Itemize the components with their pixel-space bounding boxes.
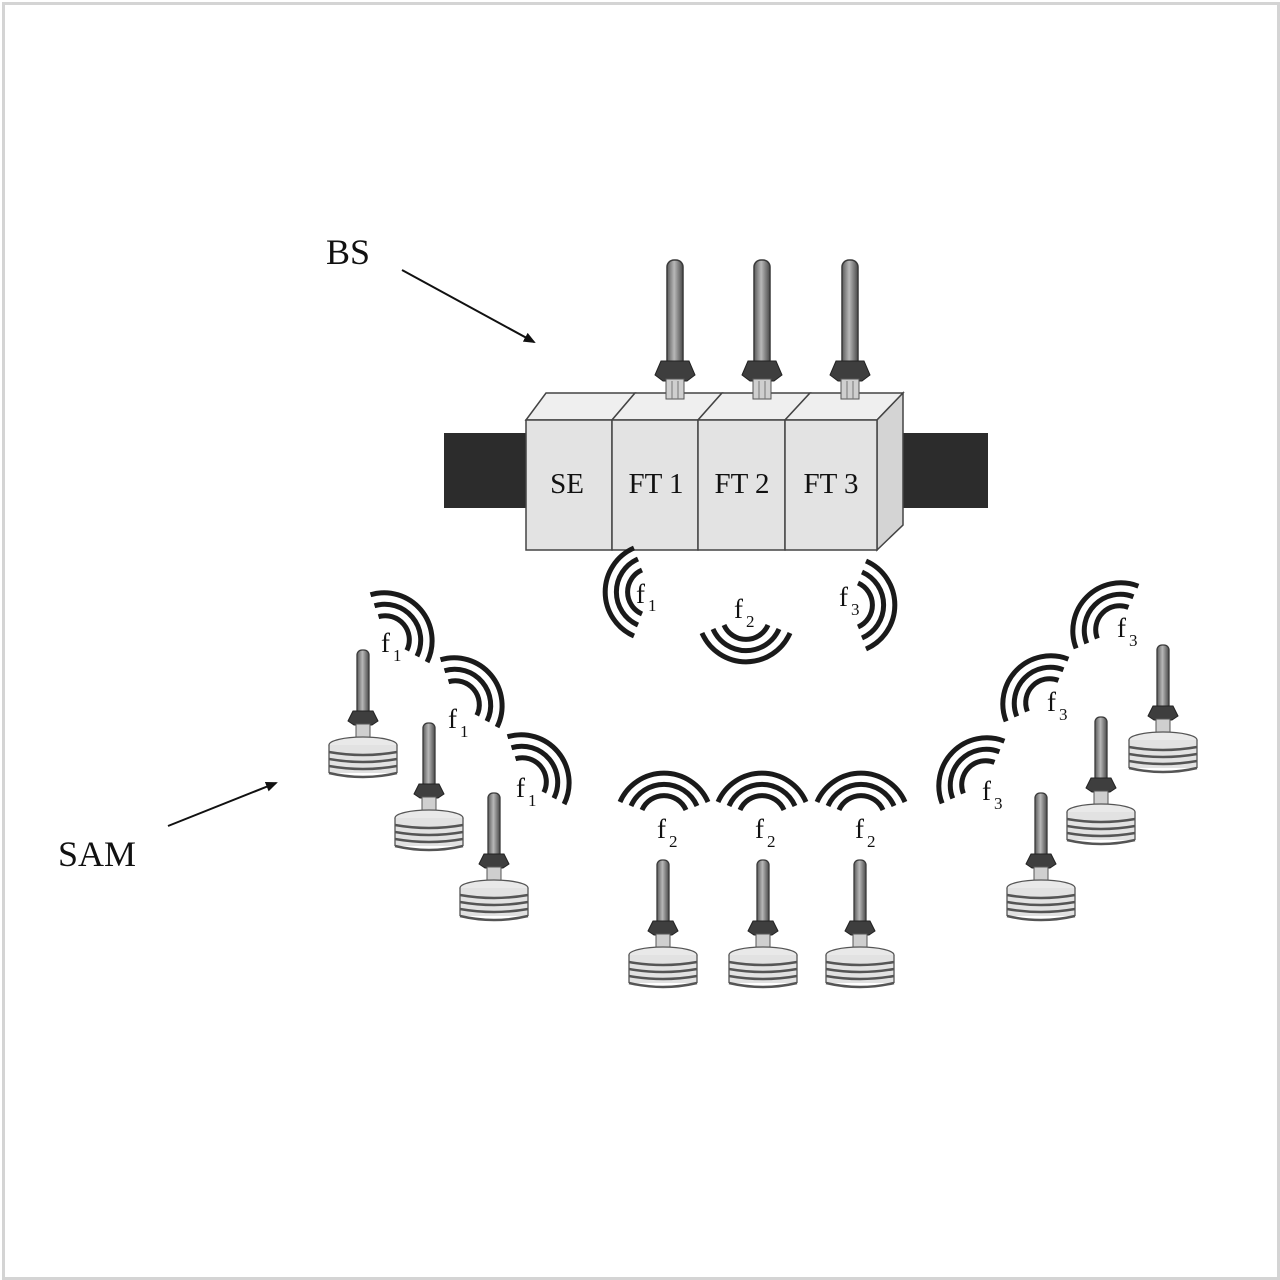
module-label-ft1: FT 1 — [628, 468, 683, 500]
sam-mid-2-icon — [727, 858, 799, 989]
freq-label-left-1: f 1 — [381, 628, 402, 665]
svg-text:f: f — [636, 579, 645, 609]
svg-text:2: 2 — [867, 832, 876, 851]
svg-text:2: 2 — [669, 832, 678, 851]
sam-arrow — [167, 782, 278, 827]
svg-text:3: 3 — [994, 794, 1003, 813]
svg-text:f: f — [1117, 613, 1126, 643]
module-label-se: SE — [550, 468, 584, 500]
module-ft3 — [784, 419, 878, 551]
mounting-bar-right — [903, 433, 988, 508]
freq-label-bs-f1: f 1 — [636, 579, 657, 615]
left-wave-3-icon — [501, 718, 586, 809]
svg-text:1: 1 — [393, 646, 402, 665]
svg-text:3: 3 — [1059, 705, 1068, 724]
base-station: SE FT 1 FT 2 FT 3 — [444, 259, 988, 552]
mounting-bar-left — [444, 433, 526, 508]
bs-antenna-3-icon — [829, 259, 871, 400]
mid-wave-3-icon — [817, 773, 905, 810]
freq-label-bs-f3: f 3 — [839, 582, 860, 619]
freq-label-left-2: f 1 — [448, 704, 469, 741]
mid-wave-2-icon — [718, 773, 806, 810]
freq-label-mid-1: f 2 — [657, 814, 678, 851]
svg-text:f: f — [381, 628, 390, 658]
sam-mid-3-icon — [824, 858, 896, 989]
module-se — [525, 419, 613, 551]
module-label-ft3: FT 3 — [803, 468, 858, 500]
sam-mid-1-icon — [627, 858, 699, 989]
freq-label-mid-2: f 2 — [755, 814, 776, 851]
svg-text:1: 1 — [460, 722, 469, 741]
freq-label-mid-3: f 2 — [855, 814, 876, 851]
bs-arrow — [401, 269, 536, 343]
svg-text:f: f — [755, 814, 764, 844]
module-ft2 — [697, 419, 786, 551]
svg-text:2: 2 — [746, 612, 755, 631]
sam-left-1-icon — [327, 648, 399, 779]
sam-right-3-icon — [1005, 791, 1077, 922]
svg-text:2: 2 — [767, 832, 776, 851]
freq-label-right-2: f 3 — [1047, 687, 1068, 724]
svg-text:f: f — [839, 582, 848, 612]
freq-label-left-3: f 1 — [516, 773, 537, 810]
svg-text:1: 1 — [528, 791, 537, 810]
bs-label: BS — [326, 232, 370, 272]
svg-text:f: f — [1047, 687, 1056, 717]
svg-text:f: f — [855, 814, 864, 844]
svg-text:1: 1 — [648, 596, 657, 615]
bs-antenna-1-icon — [654, 259, 696, 400]
sam-label: SAM — [58, 834, 136, 874]
svg-text:f: f — [982, 776, 991, 806]
freq-label-bs-f2: f 2 — [734, 594, 755, 631]
svg-text:f: f — [657, 814, 666, 844]
svg-text:3: 3 — [851, 600, 860, 619]
module-label-ft2: FT 2 — [714, 468, 769, 500]
svg-text:f: f — [516, 773, 525, 803]
sam-right-2-icon — [1065, 715, 1137, 846]
mid-wave-1-icon — [620, 773, 708, 810]
svg-text:f: f — [448, 704, 457, 734]
bs-antenna-2-icon — [741, 259, 783, 400]
bs-wave-f3-icon — [858, 561, 895, 649]
sam-left-2-icon — [393, 721, 465, 852]
svg-text:f: f — [734, 594, 743, 624]
svg-text:3: 3 — [1129, 631, 1138, 650]
sam-left-3-icon — [458, 791, 530, 922]
freq-label-right-3: f 3 — [982, 776, 1003, 813]
freq-label-right-1: f 3 — [1117, 613, 1138, 650]
left-wave-1-icon — [364, 576, 449, 667]
sam-right-1-icon — [1127, 643, 1199, 774]
